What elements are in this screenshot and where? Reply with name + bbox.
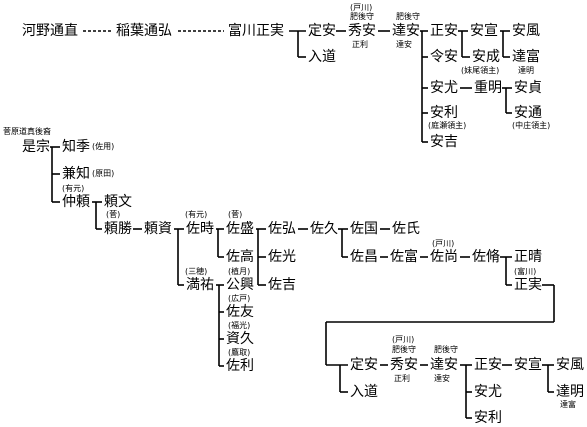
note-higonokami: 肥後守 [350, 12, 374, 21]
node-masayasu-2: 正安 [474, 357, 502, 373]
node-kanetomo: 兼知 [62, 166, 90, 182]
node-sadayasu-2: 定安 [350, 357, 378, 373]
note-tomikawa: (富川) [514, 267, 537, 276]
note-tatsutomi: 達富 [560, 400, 576, 409]
node-tatsuyasu-2: 達安 [430, 357, 458, 373]
node-yasunobu: 安宣 [470, 23, 498, 39]
node-mitsusuke: 満祐 [186, 277, 214, 293]
note-niwase: (庭瀬領主) [428, 121, 467, 130]
node-yorisuke: 頼資 [144, 221, 172, 237]
node-nyudo-2: 入道 [350, 384, 378, 400]
node-yasusada: 安貞 [514, 80, 542, 96]
node-suketomi: 佐富 [390, 249, 418, 265]
node-koremune: 是宗 [22, 139, 50, 155]
node-ryoyasu: 令安 [430, 49, 458, 65]
node-yasutoshi-2: 安利 [474, 410, 502, 426]
node-sukemitsu: 佐光 [268, 249, 296, 265]
note-masatoshi: 正利 [394, 374, 410, 383]
note-suga: (菅) [106, 210, 121, 219]
note-imao: (妹尾領主) [461, 66, 500, 75]
note-uetsuki: (植月) [228, 267, 251, 276]
note-saeki: (佐用) [92, 142, 115, 151]
node-suketoki: 佐時 [186, 221, 214, 237]
note-togawa: (戸川) [432, 239, 455, 248]
node-yasukaze-2: 安風 [556, 357, 584, 373]
node-shigeaki: 重明 [474, 80, 502, 96]
node-kono-michinao: 河野通直 [22, 23, 78, 39]
node-sukehisa-3: 資久 [226, 331, 254, 347]
node-suketoshi: 佐利 [226, 358, 254, 374]
note-tatsuyasu: 達安 [396, 40, 412, 49]
note-arimoto: (有元) [185, 210, 208, 219]
node-inaba-michihiro: 稲葉通弘 [116, 23, 172, 39]
node-yasutoshi: 安利 [430, 105, 458, 121]
node-yasunobu-2: 安宣 [514, 357, 542, 373]
note-hirodo: (広戸) [228, 294, 251, 303]
node-tomosue: 知季 [62, 139, 90, 155]
node-sukeyoshi: 佐吉 [268, 277, 296, 293]
node-sukemori: 佐盛 [226, 221, 254, 237]
note-nakasho: (中庄領主) [512, 121, 551, 130]
node-masaharu: 正晴 [514, 249, 542, 265]
node-suketomo: 佐友 [226, 304, 254, 320]
note-harada: (原田) [92, 169, 115, 178]
note-togawa: (戸川) [392, 335, 415, 344]
node-hideyasu-2: 秀安 [390, 357, 418, 373]
note-tatsuaki: 達明 [518, 66, 534, 75]
node-nakayori: 仲頼 [62, 194, 90, 210]
node-yasutada-2: 安尤 [474, 384, 502, 400]
node-masayasu: 正安 [430, 23, 458, 39]
node-suketaka: 佐高 [226, 249, 254, 265]
note-kamori: (鷹取) [228, 348, 251, 357]
node-yasukaze: 安風 [512, 23, 540, 39]
note-masatoshi: 正利 [352, 40, 368, 49]
note-higonokami: 肥後守 [396, 12, 420, 21]
node-sukehiro: 佐弘 [268, 221, 296, 237]
node-yorikatsu: 頼勝 [104, 221, 132, 237]
note-sugawara: 菅原道真後裔 [3, 127, 51, 136]
node-masazane: 正実 [514, 277, 542, 293]
node-sukehisa-2: 佐尚 [430, 249, 458, 265]
node-tatsuaki: 達明 [556, 384, 584, 400]
note-fukumitsu: (福光) [228, 321, 251, 330]
node-sukehisa: 佐久 [310, 221, 338, 237]
note-suga: (菅) [228, 210, 243, 219]
note-higonokami: 肥後守 [434, 345, 458, 354]
node-tomikawa-masazane: 富川正実 [228, 23, 284, 39]
node-tatsuyasu: 達安 [392, 23, 420, 39]
node-yorifumi: 頼文 [104, 194, 132, 210]
node-sukenobu: 佐脩 [472, 249, 500, 265]
node-yasutada: 安尤 [430, 80, 458, 96]
note-togawa: (戸川) [350, 3, 373, 12]
node-sukeuji: 佐氏 [392, 221, 420, 237]
node-hideyasu: 秀安 [348, 23, 376, 39]
note-higonokami: 肥後守 [392, 345, 416, 354]
node-sukemasa: 佐昌 [350, 249, 378, 265]
note-tatsuyasu: 達安 [434, 374, 450, 383]
note-arimoto: (有元) [62, 184, 85, 193]
node-yasuyoshi: 安吉 [430, 134, 458, 150]
node-kimioki: 公興 [226, 277, 254, 293]
node-yasunari: 安成 [472, 49, 500, 65]
node-sadayasu: 定安 [308, 23, 336, 39]
node-tatsutomi: 達富 [512, 49, 540, 65]
node-sukekuni: 佐国 [350, 221, 378, 237]
node-yasumichi: 安通 [514, 105, 542, 121]
node-nyudo: 入道 [308, 49, 336, 65]
note-mikamo: (三穂) [185, 267, 208, 276]
